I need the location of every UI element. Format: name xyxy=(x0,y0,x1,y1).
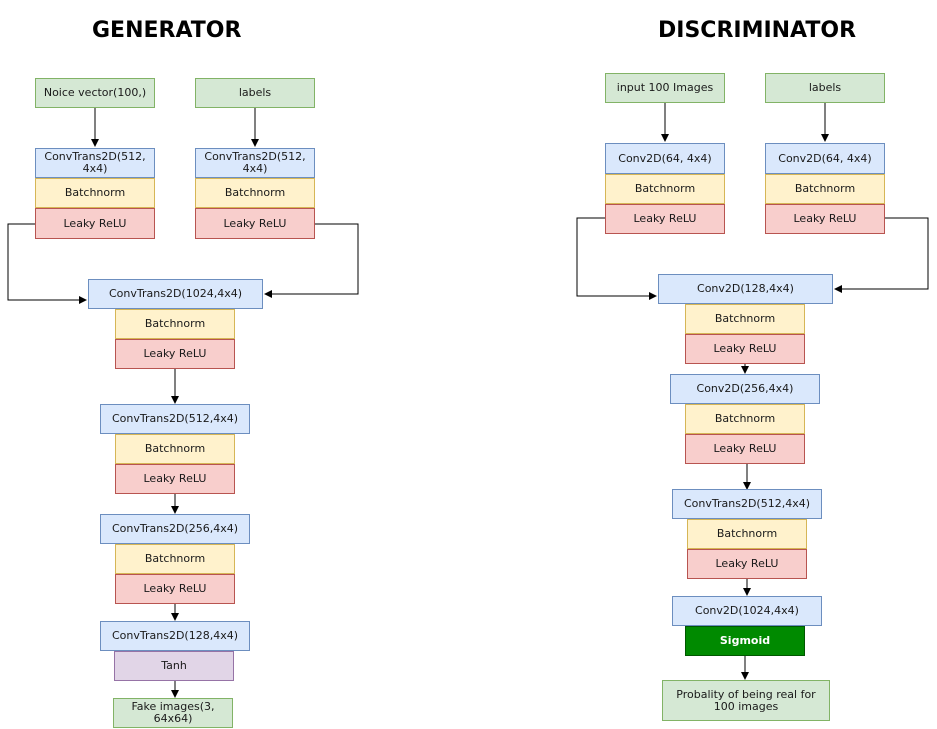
generator-noise-batchnorm: Batchnorm xyxy=(35,178,155,208)
generator-output: Fake images(3, 64x64) xyxy=(113,698,233,728)
arrow-right-branch-to-conv128 xyxy=(834,217,929,293)
generator-merge-conv: ConvTrans2D(1024,4x4) xyxy=(88,279,263,309)
discriminator-conv-512-leaky-relu: Leaky ReLU xyxy=(687,549,807,579)
arrow-left-branch-to-merge xyxy=(7,223,87,304)
generator-merge-batchnorm: Batchnorm xyxy=(115,309,235,339)
generator-noise-leaky-relu: Leaky ReLU xyxy=(35,208,155,239)
generator-labels-conv: ConvTrans2D(512, 4x4) xyxy=(195,148,315,178)
discriminator-conv-128-batchnorm: Batchnorm xyxy=(685,304,805,334)
discriminator-conv-512: ConvTrans2D(512,4x4) xyxy=(672,489,822,519)
discriminator-sigmoid: Sigmoid xyxy=(685,626,805,656)
discriminator-conv-256-leaky-relu: Leaky ReLU xyxy=(685,434,805,464)
arrow-left-branch-to-conv128 xyxy=(576,217,657,300)
generator-noise-conv: ConvTrans2D(512, 4x4) xyxy=(35,148,155,178)
generator-merge-leaky-relu: Leaky ReLU xyxy=(115,339,235,369)
discriminator-labels-conv: Conv2D(64, 4x4) xyxy=(765,143,885,174)
discriminator-conv-256-batchnorm: Batchnorm xyxy=(685,404,805,434)
generator-tanh: Tanh xyxy=(114,651,234,681)
discriminator-images-leaky-relu: Leaky ReLU xyxy=(605,204,725,234)
discriminator-labels-leaky-relu: Leaky ReLU xyxy=(765,204,885,234)
discriminator-output: Probality of being real for 100 images xyxy=(662,680,830,721)
discriminator-conv-1024: Conv2D(1024,4x4) xyxy=(672,596,822,626)
generator-conv-256-batchnorm: Batchnorm xyxy=(115,544,235,574)
discriminator-conv-512-batchnorm: Batchnorm xyxy=(687,519,807,549)
generator-labels-leaky-relu: Leaky ReLU xyxy=(195,208,315,239)
generator-conv-512: ConvTrans2D(512,4x4) xyxy=(100,404,250,434)
generator-conv-256-leaky-relu: Leaky ReLU xyxy=(115,574,235,604)
discriminator-title: DISCRIMINATOR xyxy=(658,18,857,43)
generator-conv-256: ConvTrans2D(256,4x4) xyxy=(100,514,250,544)
generator-conv-512-batchnorm: Batchnorm xyxy=(115,434,235,464)
discriminator-conv-128: Conv2D(128,4x4) xyxy=(658,274,833,304)
discriminator-images-batchnorm: Batchnorm xyxy=(605,174,725,204)
arrow-right-branch-to-merge xyxy=(264,223,359,298)
discriminator-images-conv: Conv2D(64, 4x4) xyxy=(605,143,725,174)
generator-noise-input: Noice vector(100,) xyxy=(35,78,155,108)
generator-conv-128: ConvTrans2D(128,4x4) xyxy=(100,621,250,651)
generator-labels-input: labels xyxy=(195,78,315,108)
discriminator-labels-batchnorm: Batchnorm xyxy=(765,174,885,204)
discriminator-conv-256: Conv2D(256,4x4) xyxy=(670,374,820,404)
generator-conv-512-leaky-relu: Leaky ReLU xyxy=(115,464,235,494)
generator-labels-batchnorm: Batchnorm xyxy=(195,178,315,208)
discriminator-conv-128-leaky-relu: Leaky ReLU xyxy=(685,334,805,364)
discriminator-images-input: input 100 Images xyxy=(605,73,725,103)
generator-title: GENERATOR xyxy=(92,18,242,43)
discriminator-labels-input: labels xyxy=(765,73,885,103)
